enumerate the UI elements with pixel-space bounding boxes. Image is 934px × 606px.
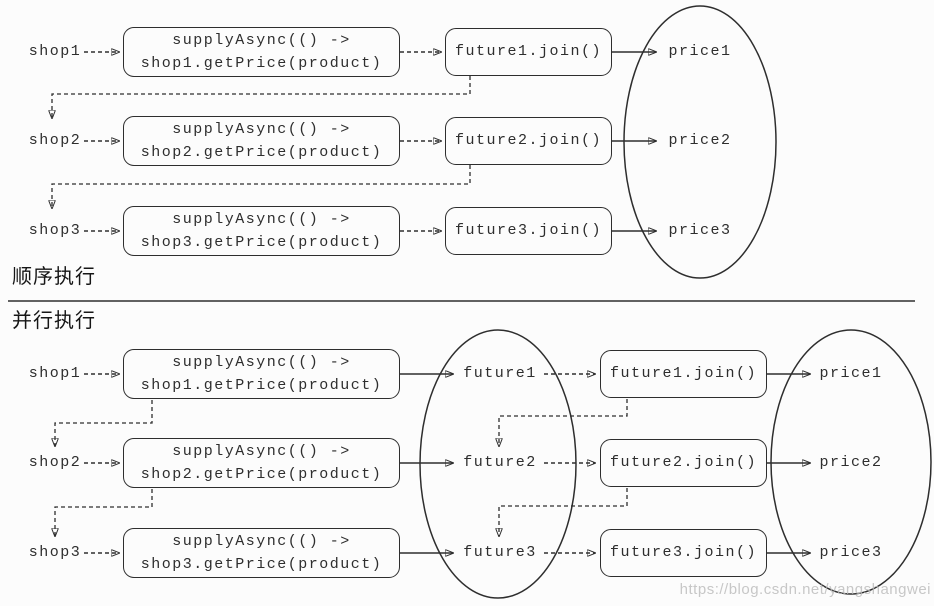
shop-label: shop3 — [28, 222, 82, 239]
future-join-label: future3.join() — [609, 544, 758, 561]
supply-async-line2: shop2.getPrice(product) — [140, 144, 383, 161]
price-label: price2 — [668, 132, 732, 149]
future-join-box: future2.join() — [600, 439, 767, 487]
shop-label: shop2 — [28, 454, 82, 471]
future-join-box: future3.join() — [600, 529, 767, 577]
parallel-result-ellipse — [770, 329, 932, 595]
shop-label: shop1 — [28, 43, 82, 60]
supply-async-line1: supplyAsync(() -> — [172, 32, 351, 49]
feedback-arrow-async2-to-shop3 — [55, 489, 153, 536]
feedback-arrow-join2-to-shop3 — [52, 165, 471, 208]
price-label: price3 — [819, 544, 883, 561]
future-join-box: future3.join() — [445, 207, 612, 255]
future-label: future1 — [463, 365, 537, 382]
supply-async-line2: shop2.getPrice(product) — [140, 466, 383, 483]
shop-label: shop2 — [28, 132, 82, 149]
future-join-label: future2.join() — [454, 132, 603, 149]
supply-async-box: supplyAsync(() -> shop3.getPrice(product… — [123, 206, 400, 256]
supply-async-line1: supplyAsync(() -> — [172, 121, 351, 138]
sequential-section-label: 顺序执行 — [12, 266, 96, 288]
supply-async-line2: shop3.getPrice(product) — [140, 556, 383, 573]
parallel-futures-ellipse — [419, 329, 577, 599]
shop-label: shop3 — [28, 544, 82, 561]
price-label: price1 — [819, 365, 883, 382]
supply-async-box: supplyAsync(() -> shop1.getPrice(product… — [123, 349, 400, 399]
supply-async-line2: shop1.getPrice(product) — [140, 55, 383, 72]
future-join-label: future1.join() — [454, 43, 603, 60]
future-join-box: future1.join() — [445, 28, 612, 76]
future-join-label: future1.join() — [609, 365, 758, 382]
feedback-arrow-async1-to-shop2 — [55, 400, 153, 446]
feedback-arrow-join1-to-future2 — [499, 399, 628, 446]
parallel-section-label: 并行执行 — [12, 310, 96, 332]
supply-async-box: supplyAsync(() -> shop2.getPrice(product… — [123, 438, 400, 488]
feedback-arrow-join2-to-future3 — [499, 488, 628, 536]
feedback-arrow-join1-to-shop2 — [52, 76, 471, 118]
future-join-box: future1.join() — [600, 350, 767, 398]
future-join-box: future2.join() — [445, 117, 612, 165]
supply-async-box: supplyAsync(() -> shop2.getPrice(product… — [123, 116, 400, 166]
supply-async-line1: supplyAsync(() -> — [172, 533, 351, 550]
price-label: price3 — [668, 222, 732, 239]
supply-async-line2: shop3.getPrice(product) — [140, 234, 383, 251]
supply-async-box: supplyAsync(() -> shop1.getPrice(product… — [123, 27, 400, 77]
supply-async-line1: supplyAsync(() -> — [172, 354, 351, 371]
price-label: price2 — [819, 454, 883, 471]
sequential-result-ellipse — [623, 5, 777, 279]
shop-label: shop1 — [28, 365, 82, 382]
supply-async-line2: shop1.getPrice(product) — [140, 377, 383, 394]
csdn-watermark: https://blog.csdn.net/yangshangwei — [679, 581, 931, 598]
supply-async-line1: supplyAsync(() -> — [172, 443, 351, 460]
future-join-label: future3.join() — [454, 222, 603, 239]
supply-async-line1: supplyAsync(() -> — [172, 211, 351, 228]
future-label: future2 — [463, 454, 537, 471]
price-label: price1 — [668, 43, 732, 60]
supply-async-box: supplyAsync(() -> shop3.getPrice(product… — [123, 528, 400, 578]
future-join-label: future2.join() — [609, 454, 758, 471]
future-label: future3 — [463, 544, 537, 561]
